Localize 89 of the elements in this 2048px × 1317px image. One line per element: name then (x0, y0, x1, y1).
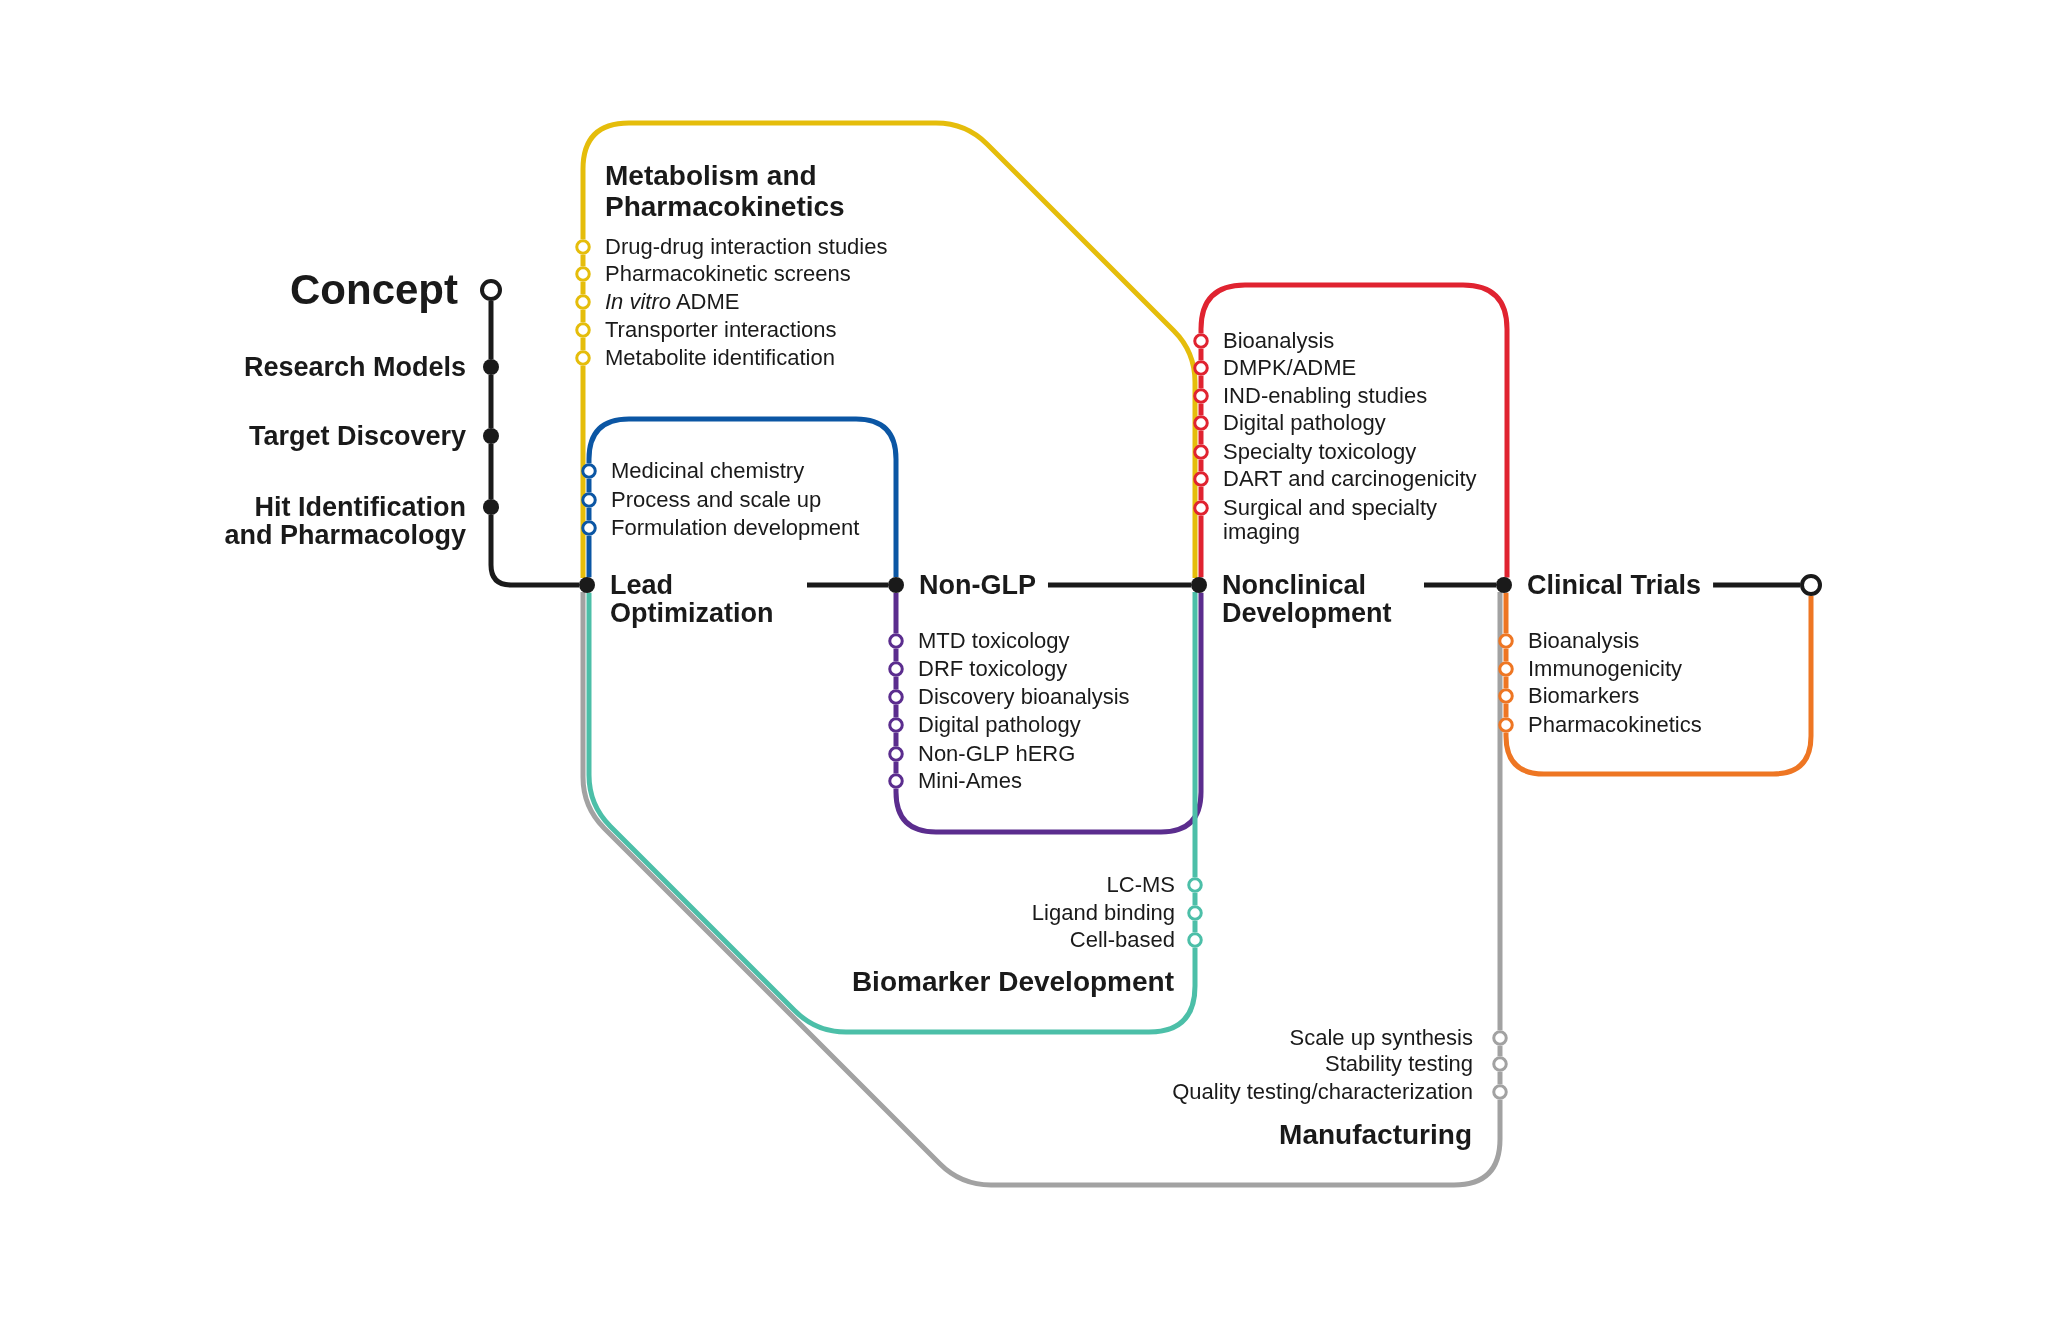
line-title: Metabolism and Pharmacokinetics (605, 161, 846, 223)
service-label: Discovery bioanalysis (918, 684, 1130, 710)
line-title: Manufacturing (1279, 1120, 1472, 1151)
metro-line (1503, 592, 1509, 634)
service-label: Ligand binding (1031, 900, 1175, 926)
service-label: DRF toxicology (918, 656, 1068, 682)
station-label: Non-GLP (919, 570, 1036, 600)
service-label: Digital pathology (1223, 410, 1386, 436)
service-label: Quality testing/characterization (1172, 1079, 1473, 1105)
metro-line (1503, 648, 1509, 662)
metro-line (1713, 582, 1800, 588)
metro-line (580, 365, 586, 579)
metro-line (893, 593, 899, 634)
metro-line (1198, 375, 1204, 389)
metro-line (893, 704, 899, 718)
service-label: IND-enabling studies (1223, 383, 1428, 409)
service-label: MTD toxicology (918, 628, 1070, 654)
metro-line (1503, 703, 1509, 718)
metro-line (1198, 403, 1204, 416)
station-label: Target Discovery (248, 421, 466, 451)
metro-line (1503, 596, 1814, 777)
service-label: Metabolite identification (605, 345, 835, 371)
service-label: Medicinal chemistry (611, 458, 805, 484)
metro-line (580, 254, 586, 267)
metro-line (580, 120, 1198, 579)
service-label: Transporter interactions (605, 317, 837, 343)
service-label: Non-GLP hERG (918, 741, 1076, 767)
metro-line (586, 416, 899, 577)
metro-line (580, 337, 586, 351)
metro-line (807, 582, 888, 588)
metro-line (1198, 486, 1204, 501)
metro-line (1198, 515, 1204, 578)
metro-line (1192, 591, 1198, 878)
service-label: DMPK/ADME (1223, 355, 1357, 381)
service-label: Digital pathology (918, 712, 1081, 738)
metro-line (580, 591, 1503, 1188)
metro-line (1424, 582, 1496, 588)
metro-line (1192, 892, 1198, 906)
terminus-ring-icon (1800, 574, 1822, 596)
service-label: Pharmacokinetic screens (605, 261, 851, 287)
service-label: Surgical and specialty imaging (1223, 495, 1438, 545)
metro-line (488, 515, 579, 588)
service-label: Bioanalysis (1528, 628, 1640, 654)
station-label: Hit Identification and Pharmacology (223, 492, 466, 550)
service-label: Stability testing (1325, 1051, 1473, 1077)
metro-line (1198, 348, 1204, 361)
station-label: Nonclinical Development (1222, 570, 1393, 628)
metro-line (1497, 1045, 1503, 1057)
service-label: Bioanalysis (1223, 328, 1335, 354)
service-label: Biomarkers (1528, 683, 1640, 709)
metro-line (1497, 591, 1503, 1031)
metro-line (580, 281, 586, 295)
line-title: Biomarker Development (851, 967, 1174, 998)
metro-line (488, 301, 494, 359)
metro-line (586, 507, 592, 521)
metro-line (1198, 430, 1204, 445)
station-label: Clinical Trials (1527, 570, 1702, 600)
metro-line (586, 592, 1198, 1035)
metro-line (893, 648, 899, 662)
service-label: Drug-drug interaction studies (605, 234, 888, 260)
metro-line (893, 676, 899, 690)
metro-line (1048, 582, 1191, 588)
metro-line (586, 478, 592, 493)
metro-line (1503, 676, 1509, 689)
station-label: Lead Optimization (610, 570, 775, 628)
service-label: Formulation development (611, 515, 860, 541)
station-label: Research Models (243, 352, 466, 382)
metro-line (893, 761, 899, 774)
service-label: Cell-based (1069, 927, 1175, 953)
metro-line (1198, 282, 1510, 578)
service-label: Mini-Ames (918, 768, 1022, 794)
metro-line (893, 732, 899, 747)
service-label: Process and scale up (611, 487, 822, 513)
service-label: DART and carcinogenicity (1223, 466, 1477, 492)
service-label: LC-MS (1106, 872, 1175, 898)
metro-line (488, 444, 494, 499)
metro-line (580, 309, 586, 323)
metro-line (1497, 1071, 1503, 1085)
service-label: In vitro ADME (605, 289, 740, 315)
metro-line (586, 535, 592, 578)
service-label: Scale up synthesis (1289, 1025, 1473, 1051)
metro-line (1198, 459, 1204, 472)
metro-line (488, 375, 494, 428)
metro-line (1192, 920, 1198, 933)
station-label: Concept (290, 266, 458, 314)
service-label: Immunogenicity (1528, 656, 1683, 682)
metro-line (893, 592, 1204, 835)
service-label: Specialty toxicology (1223, 439, 1417, 465)
service-label: Pharmacokinetics (1528, 712, 1702, 738)
